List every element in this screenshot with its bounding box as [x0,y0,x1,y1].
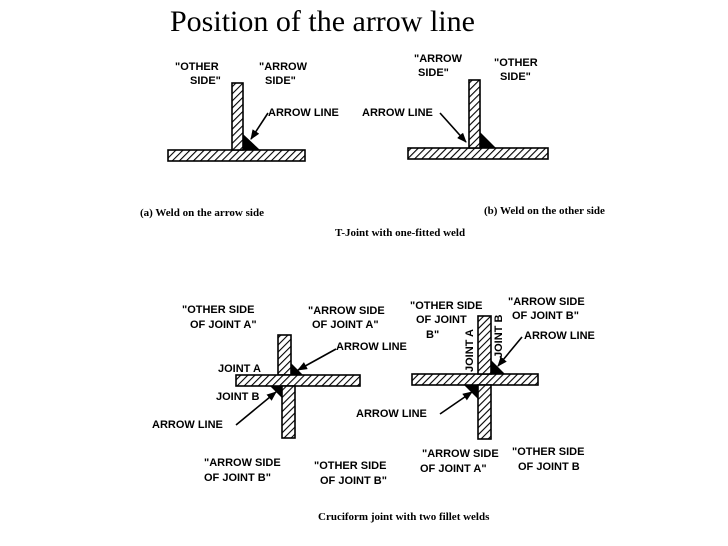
fillet-weld-joint-b [491,360,505,374]
arrow-side-joint-b-label: "ARROW SIDE OF JOINT B" [508,296,588,322]
arrow-line-top-leader [497,336,523,367]
arrow-line-label: ARROW LINE [268,107,339,119]
arrow-line-bottom-leader [235,391,277,426]
caption-a: (a) Weld on the arrow side [140,207,264,219]
t-joint-caption: T-Joint with one-fitted weld [335,227,465,239]
arrow-side-joint-a-label: "ARROW SIDE OF JOINT A" [420,448,502,475]
arrow-line-bottom-label: ARROW LINE [152,419,223,431]
cruciform-caption: Cruciform joint with two fillet welds [318,511,490,523]
fillet-weld [243,134,260,150]
other-side-joint-b2-label: "OTHER SIDE OF JOINT B [512,446,588,473]
arrow-line-label: ARROW LINE [362,107,433,119]
arrow-side-joint-a-label: "ARROW SIDE OF JOINT A" [308,305,388,331]
other-side-joint-b-label: "OTHER SIDE OF JOINT B" [314,460,390,487]
arrow-line-left-leader [439,391,473,415]
t-joint-left: "OTHER SIDE" "ARROW SIDE" ARROW LINE (a)… [140,61,339,219]
other-side-label: "OTHER SIDE" [494,57,541,83]
caption-b: (b) Weld on the other side [484,205,605,217]
fillet-weld-joint-a [291,363,303,375]
arrow-side-label: "ARROW SIDE" [259,61,310,87]
arrow-side-joint-b-label: "ARROW SIDE OF JOINT B" [204,457,284,484]
other-side-label: "OTHER SIDE" [175,61,222,87]
base-plate [167,149,306,162]
lower-plate [281,385,296,439]
arrow-line-leader [439,112,467,143]
joint-a-label: JOINT A [464,329,476,372]
arrow-side-label: "ARROW SIDE" [414,53,465,79]
arrow-line-top-label: ARROW LINE [524,330,595,342]
upper-plate [277,334,292,376]
arrow-line-left-label: ARROW LINE [356,408,427,420]
t-joint-right: "ARROW SIDE" "OTHER SIDE" ARROW LINE (b)… [362,53,605,217]
other-side-joint-b-label: "OTHER SIDE OF JOINT B" [410,300,486,341]
fillet-weld [480,132,496,148]
stem-plate [231,82,244,151]
cruciform-right: "OTHER SIDE OF JOINT B" "ARROW SIDE OF J… [356,296,595,475]
base-plate [407,147,549,160]
arrow-line-top-label: ARROW LINE [336,341,407,353]
arrow-line-top-leader [297,348,337,371]
joint-b-label: JOINT B [216,391,259,403]
joint-a-label: JOINT A [218,363,261,375]
arrow-line-leader [250,112,269,140]
joint-b-label: JOINT B [493,315,505,358]
through-plate [411,373,539,386]
lower-plate [477,384,492,440]
through-plate [235,374,361,387]
upper-plate [477,315,492,375]
cruciform-left: "OTHER SIDE OF JOINT A" "ARROW SIDE OF J… [152,304,407,487]
slide-title: Position of the arrow line [170,5,475,38]
stem-plate [468,79,481,149]
other-side-joint-a-label: "OTHER SIDE OF JOINT A" [182,304,258,331]
